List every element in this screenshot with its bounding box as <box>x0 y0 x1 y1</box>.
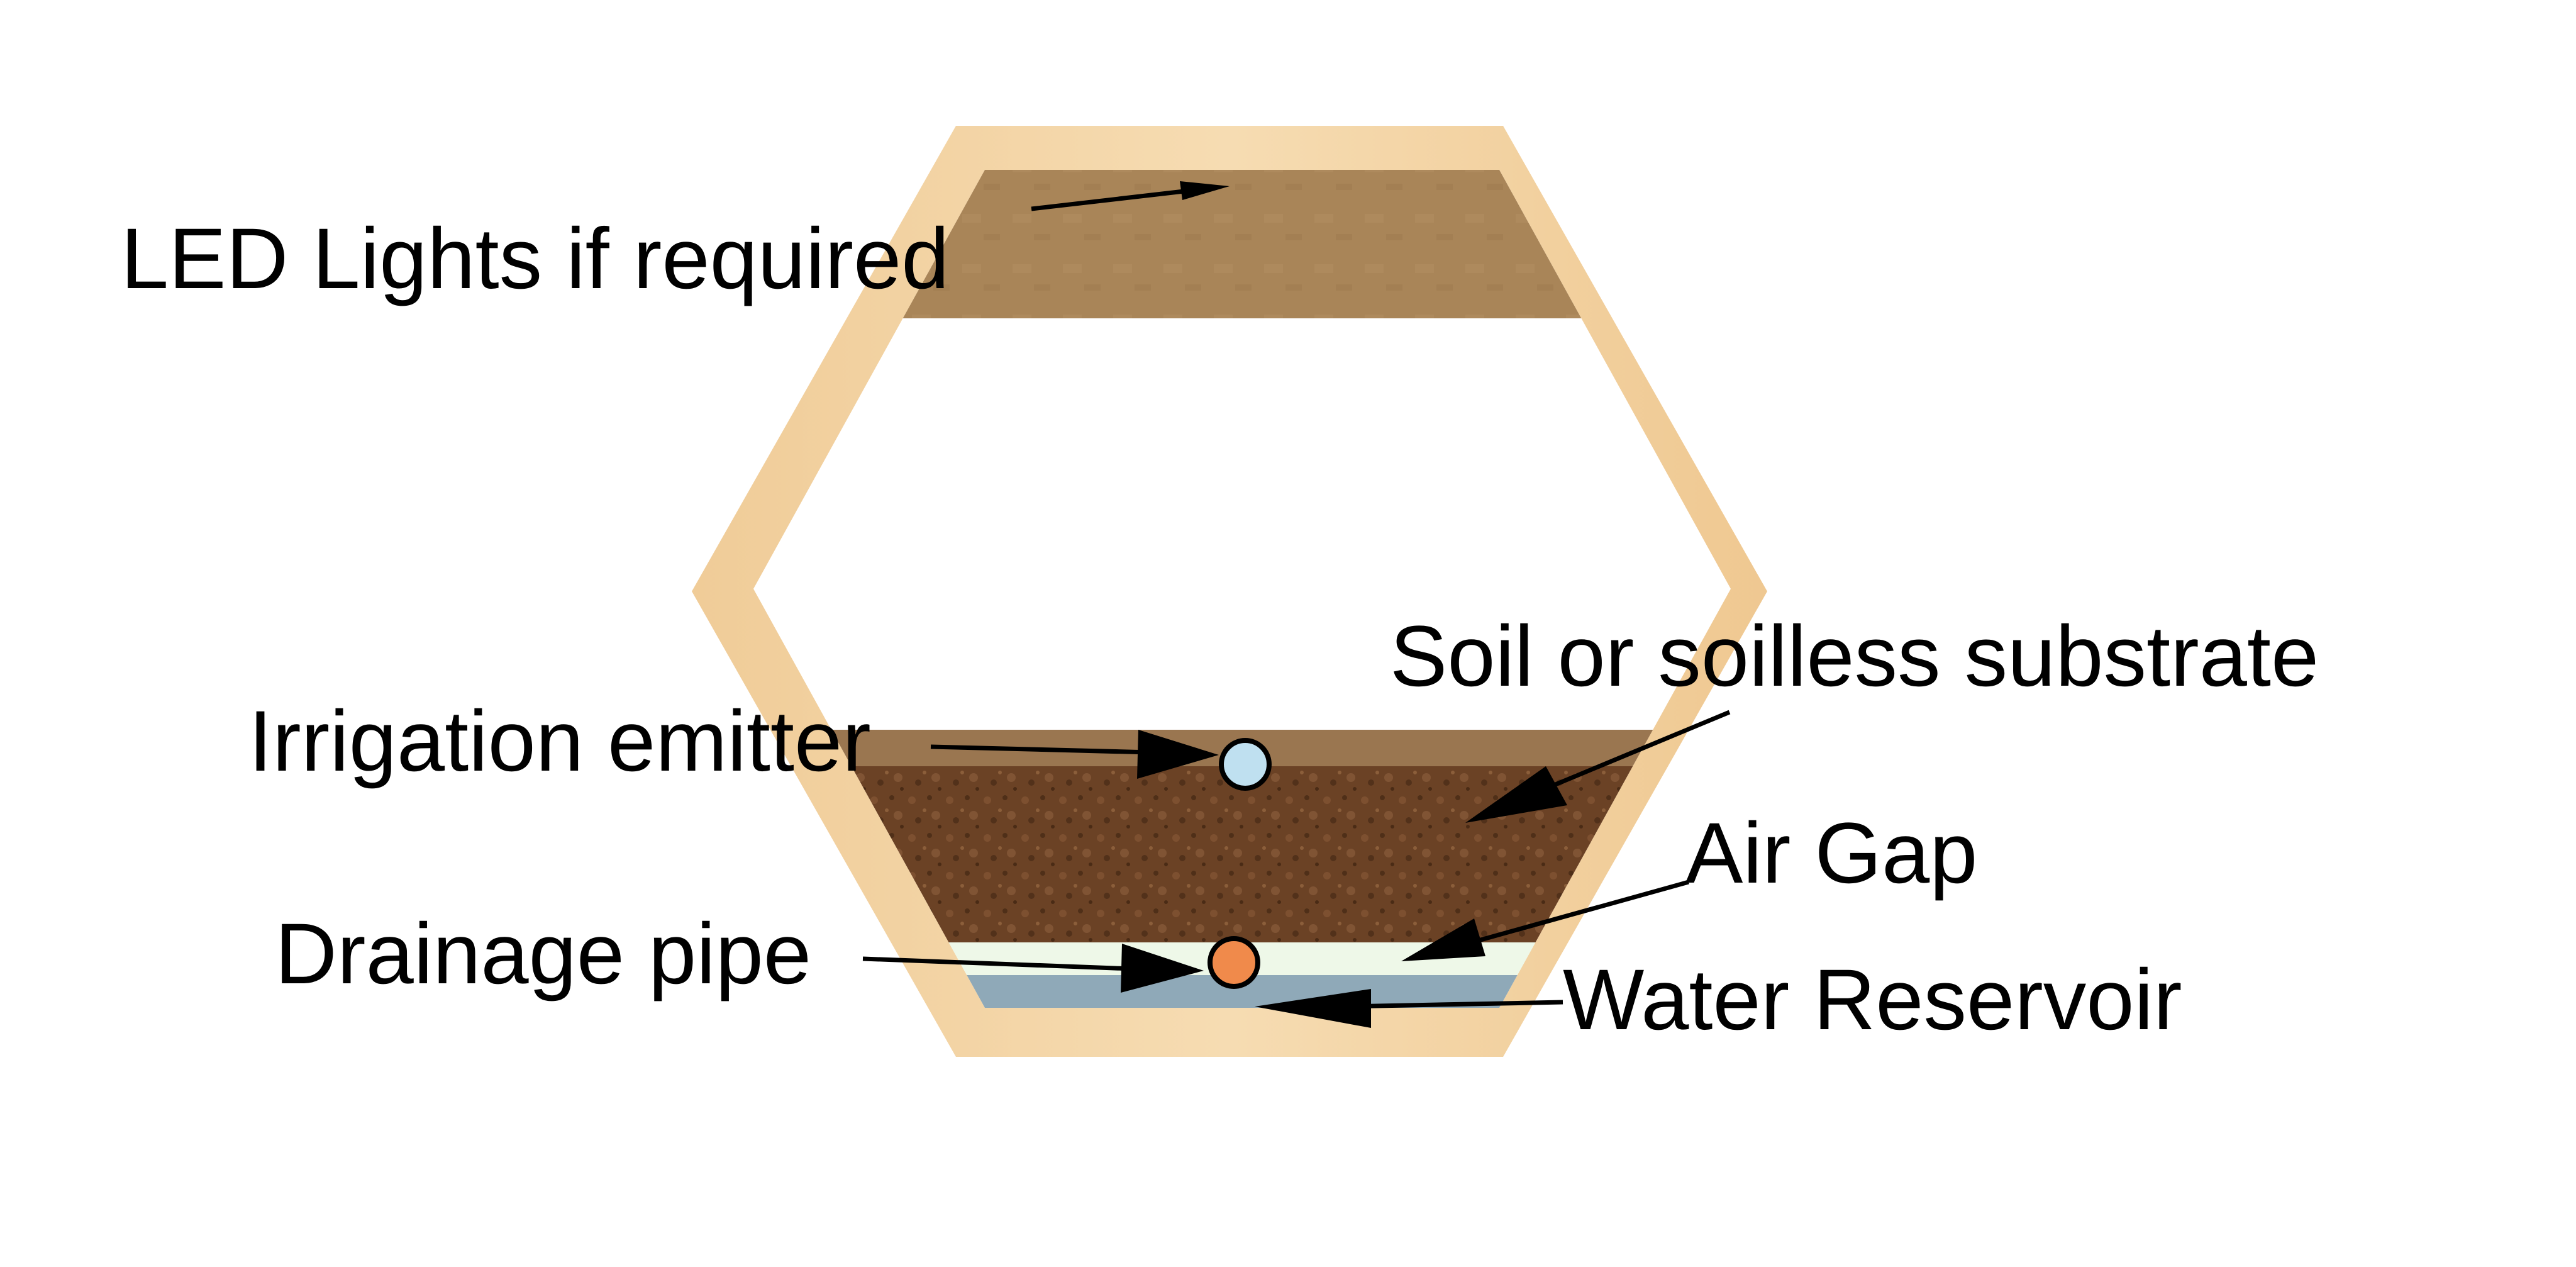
air-gap-arrowhead <box>1401 918 1485 961</box>
drainage-arrowhead <box>1121 944 1204 993</box>
emitter-leader-line <box>930 744 1152 755</box>
substrate-arrowhead <box>1465 766 1567 823</box>
emitter-arrowhead <box>1137 730 1219 779</box>
reservoir-leader-line <box>1345 1000 1563 1009</box>
air-gap-label: Air Gap <box>1685 805 1977 901</box>
substrate-label: Soil or soilless substrate <box>1390 608 2319 705</box>
reservoir-arrowhead <box>1255 989 1371 1028</box>
callout-arrows <box>862 181 1731 1028</box>
emitter-circle-icon <box>1219 738 1272 791</box>
emitter-label: Irrigation emitter <box>248 693 871 790</box>
air-gap-leader-line <box>1471 879 1689 945</box>
reservoir-label: Water Reservoir <box>1563 952 2182 1048</box>
substrate-leader-line <box>1527 710 1731 798</box>
drainage-leader-line <box>862 956 1133 971</box>
led-arrowhead <box>1180 181 1230 200</box>
drainage-label: Drainage pipe <box>275 906 811 1002</box>
led-label: LED Lights if required <box>121 211 949 307</box>
led-leader-line <box>1031 187 1196 211</box>
drainage-circle-icon <box>1208 936 1260 989</box>
